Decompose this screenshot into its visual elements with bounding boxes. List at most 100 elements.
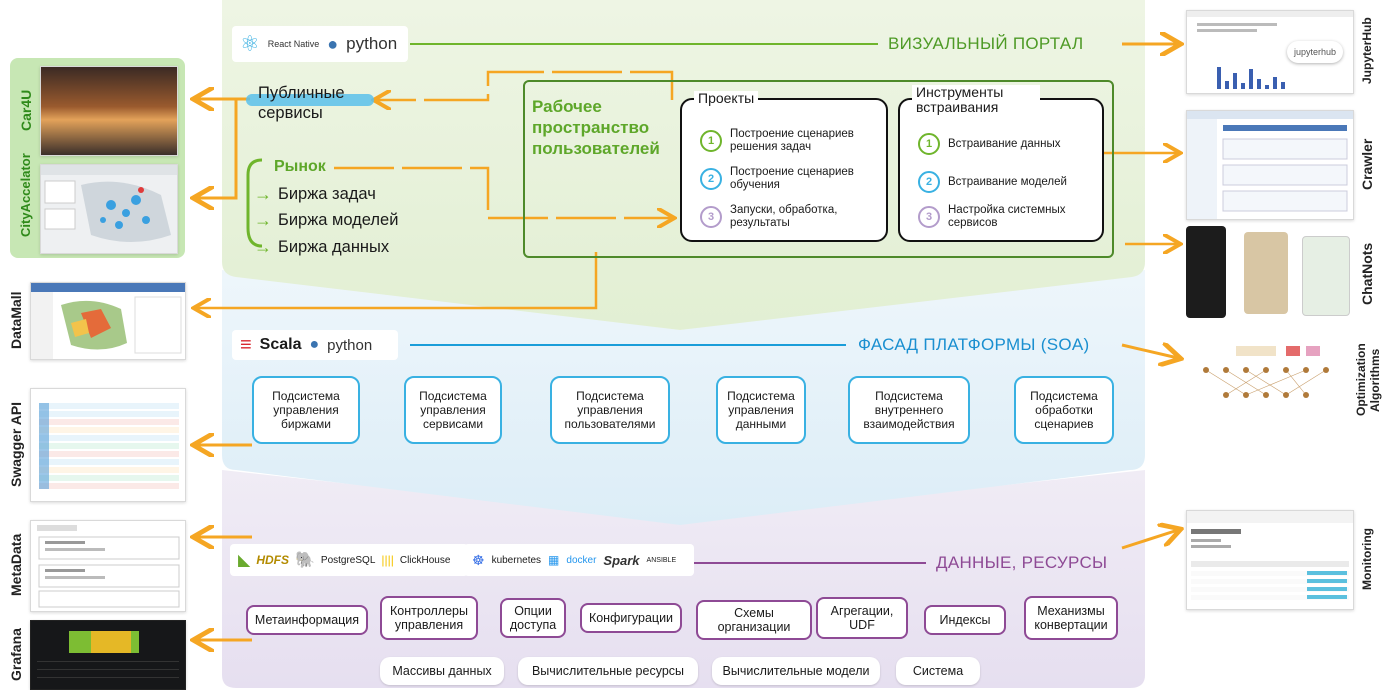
market-item-label: Биржа моделей [278, 211, 399, 229]
grafana-chart-icon [37, 631, 179, 678]
python-label: python [327, 336, 373, 354]
market-item-data[interactable]: → Биржа данных [254, 237, 389, 258]
cityaccelator-label: CityAccelator [18, 153, 33, 237]
number-badge: 1 [918, 133, 940, 155]
scala-label: Scala [259, 336, 302, 353]
chatnots-screenshot[interactable] [1186, 226, 1352, 318]
tools-item-3[interactable]: 3 Настройка системных сервисов [918, 204, 1100, 230]
grafana-screenshot[interactable] [30, 620, 186, 690]
data-item-converters[interactable]: Механизмы конвертации [1024, 596, 1118, 640]
clickhouse-label: ClickHouse [399, 554, 451, 566]
number-badge: 2 [700, 168, 722, 190]
docker-label: docker [566, 554, 597, 566]
grafana-label: Grafana [8, 628, 24, 682]
portal-title: ВИЗУАЛЬНЫЙ ПОРТАЛ [888, 34, 1084, 53]
hdfs-label: HDFS [256, 553, 289, 567]
jupyterhub-logo-text: jupyterhub [1293, 47, 1337, 57]
workspace-title: Рабочее пространство пользователей [532, 97, 660, 158]
react-icon: ⚛ [240, 31, 260, 56]
market-title: Рынок [274, 158, 326, 175]
data-item-configs[interactable]: Конфигурации [580, 603, 682, 633]
item-label: Запуски, обработка, результаты [730, 204, 838, 229]
market-item-models[interactable]: → Биржа моделей [254, 210, 398, 231]
data-item-controllers[interactable]: Контроллеры управления [380, 596, 478, 640]
data-item-schemas[interactable]: Схемы организации [696, 600, 812, 640]
tab-compute-resources[interactable]: Вычислительные ресурсы [518, 657, 698, 685]
subsystem-internal[interactable]: Подсистема внутреннего взаимодействия [848, 376, 970, 444]
data-title: ДАННЫЕ, РЕСУРСЫ [936, 553, 1108, 572]
monitoring-label: Monitoring [1360, 528, 1374, 590]
crawler-window-icon [1187, 111, 1353, 219]
tools-item-1[interactable]: 1 Встраивание данных [918, 133, 1100, 155]
docker-icon: ▦ [548, 553, 560, 567]
city-map-icon [41, 165, 177, 242]
subsystem-exchanges[interactable]: Подсистема управления биржами [252, 376, 360, 444]
projects-item-1[interactable]: 1 Построение сценариев решения задач [700, 128, 882, 154]
chat-phone-1 [1186, 226, 1226, 318]
spark-label: Spark [603, 552, 640, 568]
facade-title: ФАСАД ПЛАТФОРМЫ (SOA) [858, 335, 1090, 354]
monitoring-screenshot[interactable] [1186, 510, 1354, 610]
data-item-metainfo[interactable]: Метаинформация [246, 605, 368, 635]
arrow-right-icon: → [254, 184, 272, 204]
item-label: Встраивание моделей [948, 175, 1067, 188]
subsystem-data[interactable]: Подсистема управления данными [716, 376, 806, 444]
arrow-right-icon: → [254, 237, 272, 257]
projects-title: Проекты [694, 91, 759, 106]
subsystem-scenarios[interactable]: Подсистема обработки сценариев [1014, 376, 1114, 444]
data-item-aggregations[interactable]: Агрегации, UDF [816, 597, 908, 639]
number-badge: 3 [700, 206, 722, 228]
pentaho-icon: ◣ [238, 552, 251, 569]
projects-item-3[interactable]: 3 Запуски, обработка, результаты [700, 204, 882, 230]
arrow-right-icon: → [254, 210, 272, 230]
kubernetes-icon: ☸ [472, 551, 485, 568]
swagger-screenshot[interactable] [30, 388, 186, 502]
python-label: python [346, 34, 398, 53]
datamall-screenshot[interactable] [30, 282, 186, 360]
jupyterhub-label: JupyterHub [1360, 17, 1374, 85]
number-badge: 2 [918, 171, 940, 193]
optimization-label: Optimization Algorithms [1354, 340, 1384, 420]
cityaccelator-screenshot[interactable] [40, 164, 178, 254]
tools-item-2[interactable]: 2 Встраивание моделей [918, 171, 1100, 193]
ansible-label: ANSIBLE [646, 556, 677, 564]
item-label: Построение сценариев решения задач [730, 128, 854, 153]
swagger-label: Swagger API [8, 401, 24, 487]
postgresql-icon: 🐘 [294, 552, 315, 569]
data-item-access[interactable]: Опции доступа [500, 598, 566, 638]
tab-system[interactable]: Система [896, 657, 980, 685]
jupyterhub-screenshot[interactable]: jupyterhub [1186, 10, 1354, 94]
spark-jobs-icon [1187, 511, 1353, 600]
kubernetes-label: kubernetes [491, 554, 542, 566]
jupyterhub-logo: jupyterhub [1287, 41, 1343, 63]
chatnots-label: ChatNots [1359, 242, 1375, 306]
market-item-tasks[interactable]: → Биржа задач [254, 184, 376, 205]
datamall-map-icon [31, 283, 185, 359]
public-services[interactable]: Публичные сервисы [258, 84, 345, 122]
data-item-indexes[interactable]: Индексы [924, 605, 1006, 635]
subsystem-users[interactable]: Подсистема управления пользователями [550, 376, 670, 444]
market-item-label: Биржа задач [278, 185, 376, 203]
scala-icon: ≡ [240, 333, 252, 356]
jupyter-bars-icon [1187, 11, 1353, 89]
tab-compute-models[interactable]: Вычислительные модели [712, 657, 880, 685]
swagger-rows-icon [39, 403, 179, 489]
number-badge: 1 [700, 130, 722, 152]
workspace-box [523, 80, 1114, 258]
projects-item-2[interactable]: 2 Построение сценариев обучения [700, 166, 882, 192]
python-icon: ● [309, 336, 320, 353]
react-native-label: React Native [267, 39, 320, 49]
optimization-screenshot[interactable] [1186, 340, 1352, 420]
datamall-label: DataMall [8, 291, 24, 349]
tab-data-arrays[interactable]: Массивы данных [380, 657, 504, 685]
subsystem-services[interactable]: Подсистема управления сервисами [404, 376, 502, 444]
portal-tech-logos: ⚛ React Native ● python [232, 26, 408, 62]
metadata-label: MetaData [8, 533, 24, 597]
optimization-label-text: Optimization Algorithms [1354, 343, 1382, 417]
data-tech-logos-storage: ◣ HDFS 🐘 PostgreSQL |||| ClickHouse [230, 544, 468, 576]
crawler-screenshot[interactable] [1186, 110, 1354, 220]
chat-phone-2 [1244, 232, 1288, 314]
car4u-screenshot[interactable] [40, 66, 178, 156]
metadata-screenshot[interactable] [30, 520, 186, 612]
tools-title: Инструменты встраивания [912, 85, 1040, 115]
